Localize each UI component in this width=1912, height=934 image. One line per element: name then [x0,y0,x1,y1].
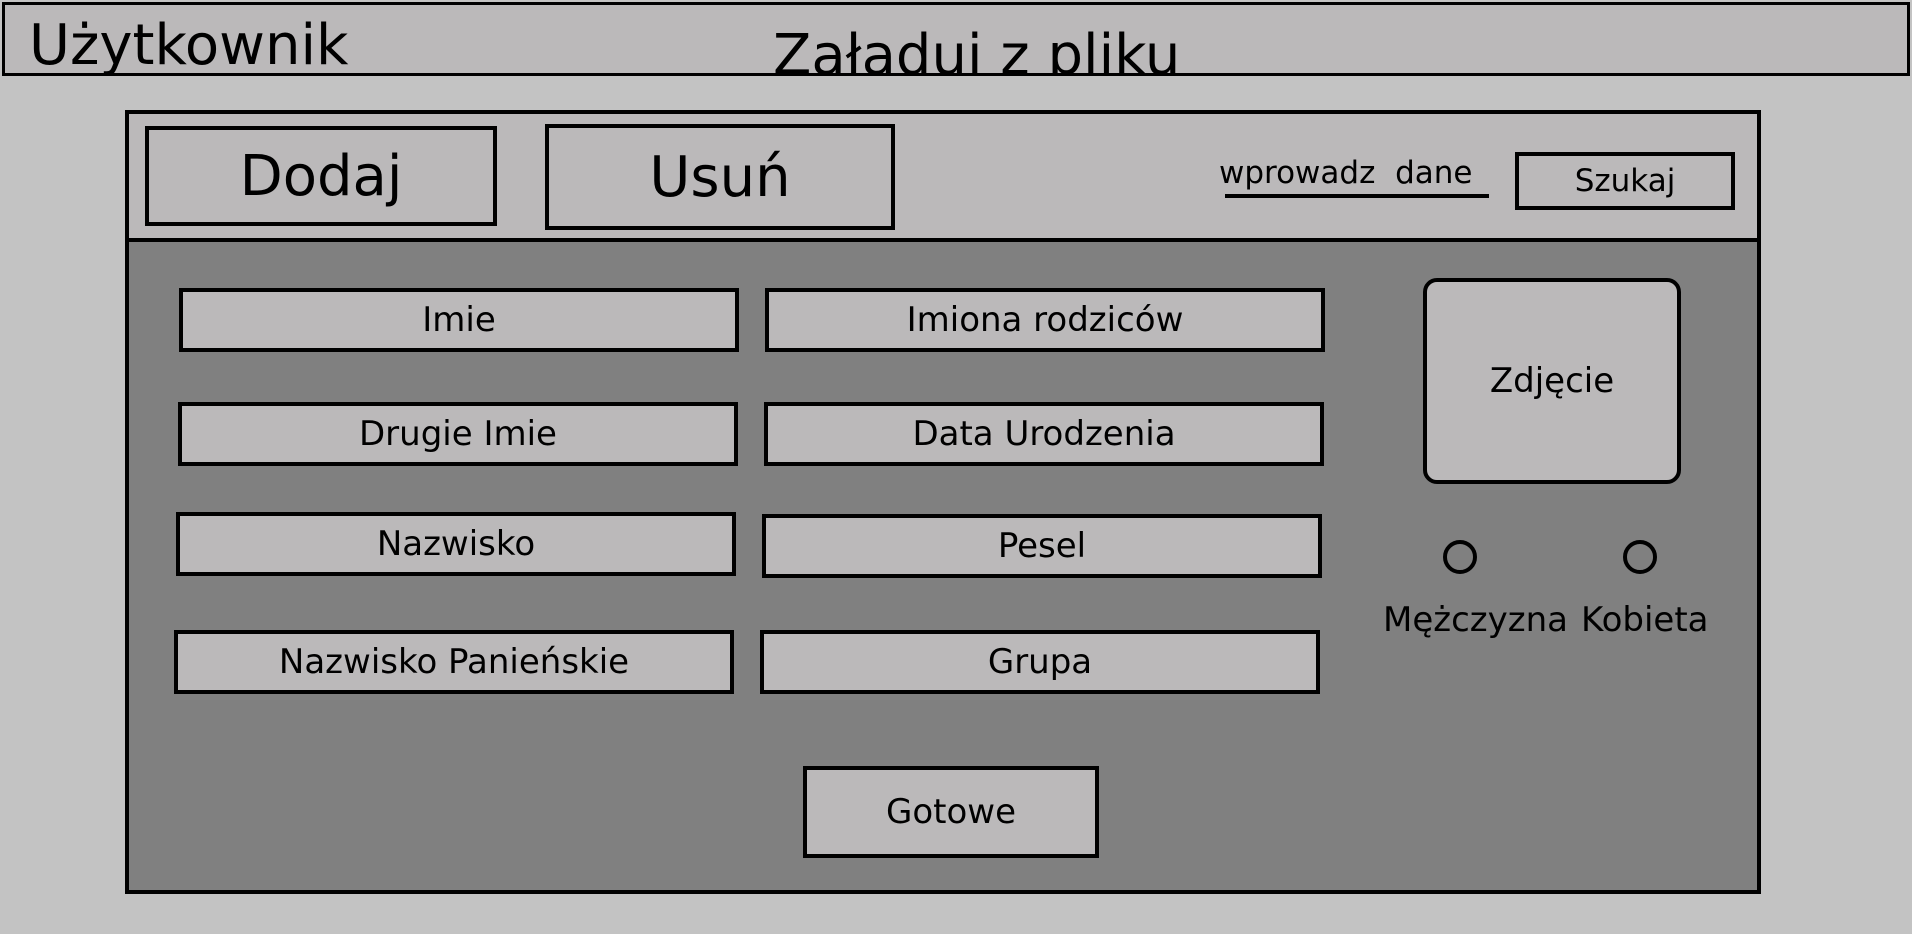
photo-placeholder[interactable]: Zdjęcie [1423,278,1681,484]
pesel-field[interactable]: Pesel [762,514,1322,578]
load-from-file-button[interactable]: Załadui z pliku [773,23,1181,76]
first-name-field[interactable]: Imie [179,288,739,352]
female-label: Kobieta [1581,600,1709,640]
user-menu[interactable]: Użytkownik [29,13,349,76]
male-radio[interactable] [1443,540,1477,574]
add-button[interactable]: Dodaj [145,126,497,226]
toolbar: Dodaj Usuń Szukaj [129,114,1757,242]
second-name-field[interactable]: Drugie Imie [178,402,738,466]
done-button[interactable]: Gotowe [803,766,1099,858]
user-form-panel: Dodaj Usuń Szukaj Imie Drugie Imie Nazwi… [125,110,1761,894]
last-name-field[interactable]: Nazwisko [176,512,736,576]
search-input[interactable] [1213,152,1489,194]
photo-label: Zdjęcie [1489,361,1615,401]
search-field [1213,152,1489,198]
female-radio[interactable] [1623,540,1657,574]
search-underline [1225,194,1489,198]
delete-button[interactable]: Usuń [545,124,895,230]
birth-date-field[interactable]: Data Urodzenia [764,402,1324,466]
group-field[interactable]: Grupa [760,630,1320,694]
top-bar: Użytkownik Załadui z pliku [2,2,1910,76]
maiden-name-field[interactable]: Nazwisko Panieńskie [174,630,734,694]
search-button[interactable]: Szukaj [1515,152,1735,210]
male-label: Mężczyzna [1383,600,1568,640]
parents-names-field[interactable]: Imiona rodziców [765,288,1325,352]
